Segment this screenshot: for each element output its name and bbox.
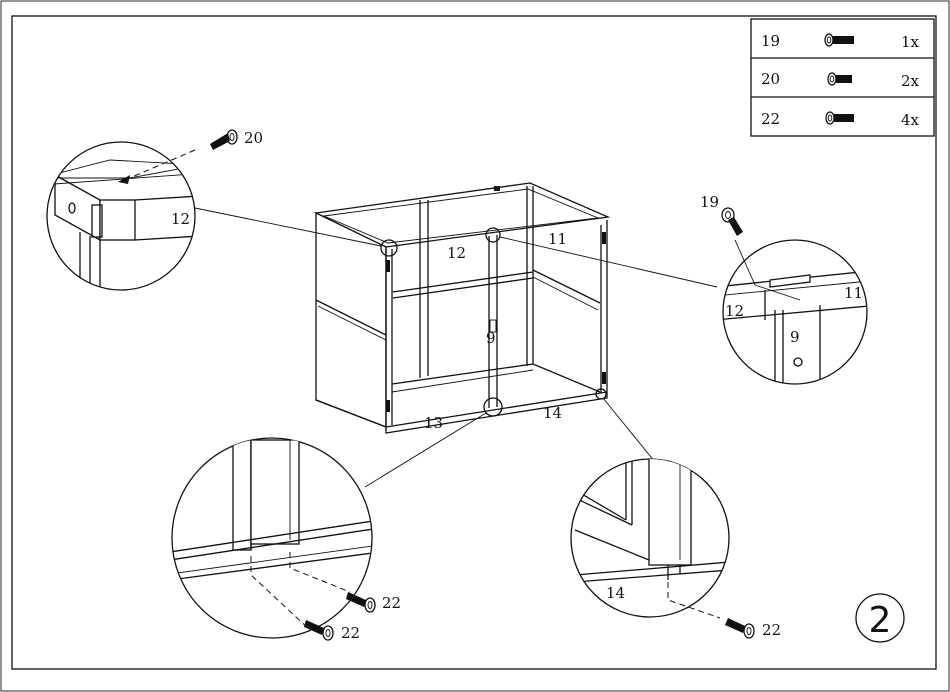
detail-top-right: 12 11 9 [715,240,880,400]
screw-19-detail-icon [722,208,743,236]
parts-table-number-20: 20 [761,70,780,88]
screw-22-detail-icon-a [346,592,375,612]
detail-top-right-label-9: 9 [790,328,800,346]
cabinet-label-12: 12 [447,244,466,262]
detail-bottom-left [170,438,380,638]
cabinet-frame [316,183,608,433]
detail-bottom-right-screw-label: 22 [762,621,781,639]
detail-top-left-label-12: 12 [171,210,190,228]
detail-top-right-label-11: 11 [844,284,863,302]
screw-22-detail-icon-c [725,618,754,638]
detail-bottom-right-label-14: 14 [606,584,625,602]
detail-top-left-screw-label: 20 [244,129,263,147]
detail-top-right-screw-label: 19 [700,193,719,211]
detail-bottom-right: 14 [571,455,730,618]
parts-table-qty-20: 2x [901,72,920,90]
detail-top-left: 12 [40,142,220,300]
leader-line-bottom-right [603,398,655,462]
step-number-badge: 2 [856,594,904,642]
screw-22-icon [826,112,854,124]
parts-table-number-22: 22 [761,110,780,128]
parts-table-number-19: 19 [761,32,780,50]
cabinet-label-9: 9 [486,329,496,347]
step-number: 2 [869,600,892,641]
detail-bottom-left-screw-a-label: 22 [382,594,401,612]
parts-table: 19 1x 20 2x 22 4x [751,19,934,136]
parts-table-qty-22: 4x [901,111,920,129]
screw-20-detail-icon [210,130,237,150]
detail-bottom-left-screw-b-label: 22 [341,624,360,642]
cabinet-label-14: 14 [543,404,562,422]
cabinet-label-13: 13 [424,414,443,432]
parts-table-qty-19: 1x [901,33,920,51]
detail-top-right-label-12: 12 [725,302,744,320]
screw-20-icon [828,73,852,85]
screw-19-icon [825,34,854,46]
cabinet-label-11: 11 [548,230,567,248]
